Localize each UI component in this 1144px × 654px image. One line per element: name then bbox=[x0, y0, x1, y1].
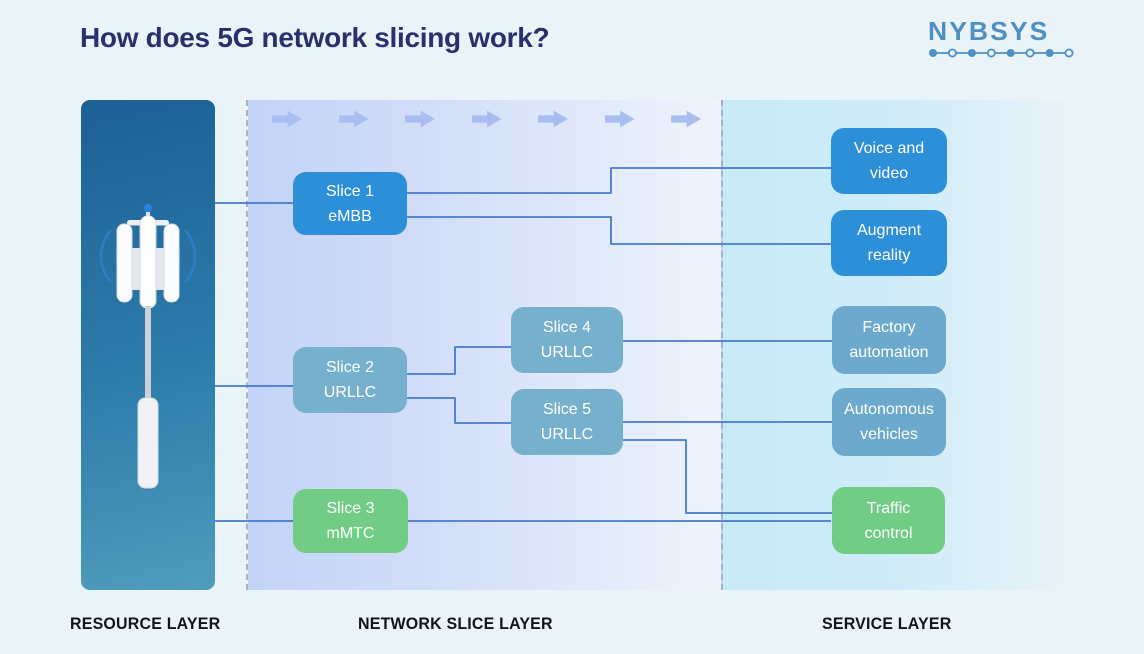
resource-layer-label: RESOURCE LAYER bbox=[70, 614, 221, 633]
node-label-line2: URLLC bbox=[540, 426, 594, 443]
node-slice1-embb: Slice 1 eMBB bbox=[293, 172, 407, 235]
service-layer-label: SERVICE LAYER bbox=[822, 614, 952, 633]
node-slice2-urllc: Slice 2 URLLC bbox=[293, 347, 407, 413]
cell-tower-illustration bbox=[99, 203, 197, 489]
node-slice4-urllc: Slice 4 URLLC bbox=[511, 307, 623, 373]
node-label-line2: reality bbox=[867, 247, 911, 264]
node-slice3-mmtc: Slice 3 mMTC bbox=[293, 489, 408, 553]
node-augment-reality: Augment reality bbox=[831, 210, 947, 276]
node-label-line1: Slice 4 bbox=[542, 319, 592, 336]
node-label-line1: Voice and bbox=[853, 140, 925, 157]
node-label-line2: eMBB bbox=[328, 207, 372, 225]
node-label-line1: Factory bbox=[862, 319, 916, 336]
node-label-line1: Autonomous bbox=[844, 401, 934, 418]
node-label-line2: vehicles bbox=[860, 426, 918, 443]
node-label-line2: mMTC bbox=[326, 525, 375, 542]
node-autonomous-vehicles: Autonomous vehicles bbox=[832, 388, 946, 456]
node-label-line2: video bbox=[869, 165, 909, 182]
node-label-line2: automation bbox=[849, 344, 929, 361]
node-label-line1: Slice 3 bbox=[326, 500, 375, 517]
node-label-line1: Slice 5 bbox=[542, 401, 592, 418]
brand-logo: NYBSYS bbox=[928, 18, 1074, 59]
node-label-line1: Augment bbox=[856, 222, 922, 239]
page-title: How does 5G network slicing work? bbox=[80, 22, 550, 53]
node-label-line1: Traffic bbox=[866, 499, 911, 517]
node-voice-and-video: Voice and video bbox=[831, 128, 947, 194]
node-label-line2: URLLC bbox=[323, 384, 377, 401]
node-slice5-urllc: Slice 5 URLLC bbox=[511, 389, 623, 455]
node-factory-automation: Factory automation bbox=[832, 306, 946, 374]
brand-dots-icon bbox=[929, 48, 1074, 58]
node-label-line2: control bbox=[864, 524, 913, 542]
node-traffic-control: Traffic control bbox=[832, 487, 945, 554]
network-slice-layer-label: NETWORK SLICE LAYER bbox=[358, 614, 553, 633]
node-label-line2: URLLC bbox=[540, 344, 594, 361]
node-label-line1: Slice 2 bbox=[325, 359, 375, 376]
node-label-line1: Slice 1 bbox=[325, 182, 375, 200]
brand-wordmark: NYBSYS bbox=[928, 16, 1050, 46]
